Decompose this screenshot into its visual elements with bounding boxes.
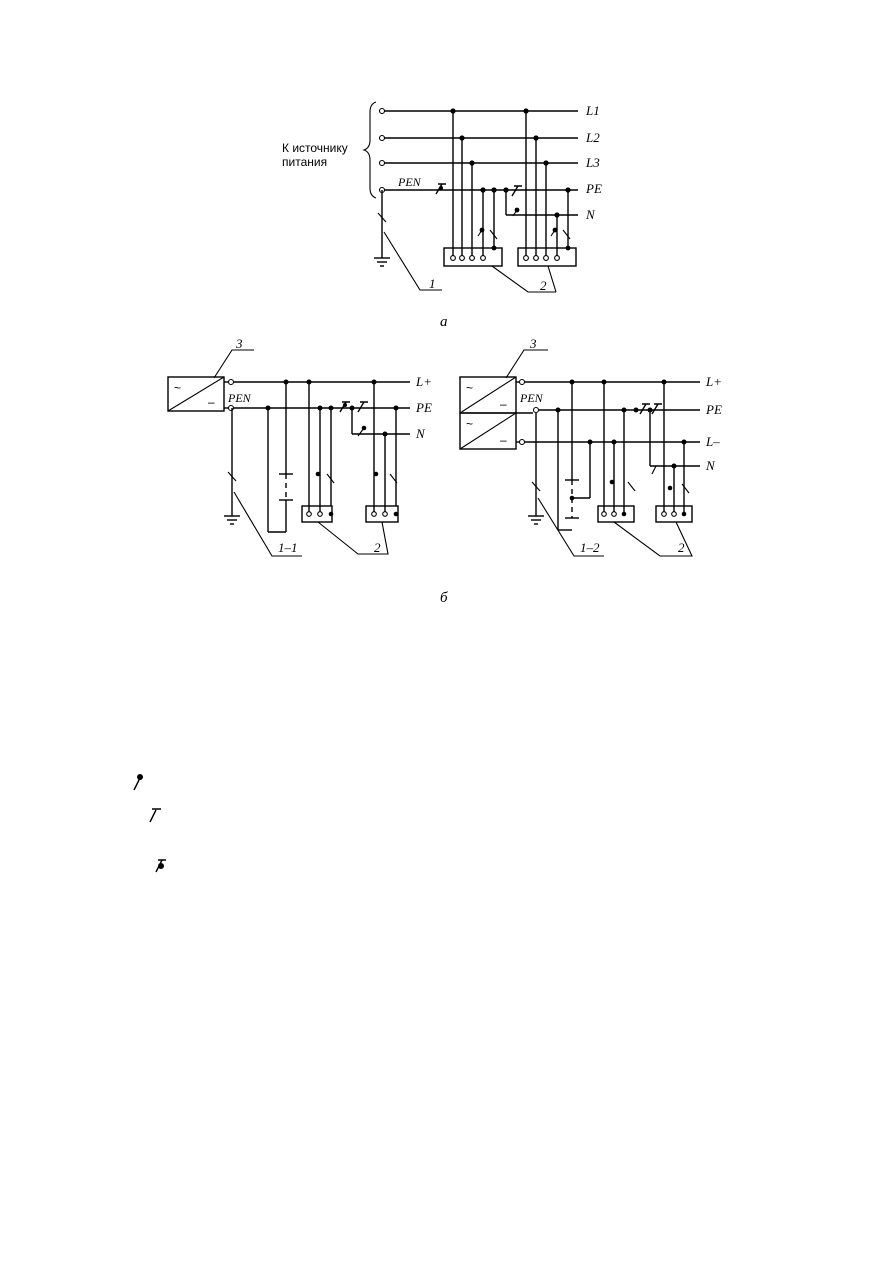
converter-box (167, 376, 225, 412)
converter-bottom-box (459, 412, 517, 450)
caption-a: а (440, 314, 448, 330)
pe-conductor-symbol (133, 774, 143, 791)
load-left-2-box (365, 505, 399, 523)
callout-2-right: 2 (678, 540, 685, 555)
source-brace (362, 101, 377, 199)
callout-2-leader (491, 265, 557, 293)
load-right-1-box (597, 505, 635, 523)
callout-3-right: 3 (529, 336, 537, 351)
label-pe: PE (415, 400, 432, 415)
label-lplus: L+ (415, 374, 432, 389)
label-n: N (585, 207, 596, 222)
terminal-l2 (378, 134, 386, 142)
callout-1-leader (383, 231, 442, 291)
label-pen: PEN (227, 391, 252, 405)
callout-1-1-leader (233, 491, 302, 557)
label-lplus: L+ (705, 374, 722, 389)
diagram-b-right: ~ – ~ – 3 L+ PE L– N PEN (459, 336, 722, 557)
callout-3: 3 (235, 336, 243, 351)
label-n: N (705, 458, 716, 473)
converter-top-ac: ~ (466, 381, 473, 395)
label-l1: L1 (585, 103, 600, 118)
terminal-l3 (378, 159, 386, 167)
callout-2: 2 (540, 278, 547, 293)
callout-2-right-leader (613, 521, 693, 557)
diagram-a: К источнику питания L1 L2 L3 PE N PEN 1 (282, 101, 602, 330)
converter-ac-symbol: ~ (174, 381, 181, 395)
label-l2: L2 (585, 130, 600, 145)
legend (133, 774, 166, 873)
callout-2-left-leader (317, 521, 389, 555)
label-pe: PE (585, 181, 602, 196)
source-label-line1: К источнику (282, 141, 348, 155)
diagram-b-left: ~ – 3 L+ PE N PEN 1–1 (167, 336, 432, 557)
label-lminus: L– (705, 434, 720, 449)
pen-symbol (435, 183, 446, 195)
label-l3: L3 (585, 155, 600, 170)
callout-1-2-leader (537, 497, 604, 557)
callout-1: 1 (429, 276, 436, 291)
caption-b: б (440, 590, 448, 606)
callout-1-1: 1–1 (278, 540, 298, 555)
converter-bottom-ac: ~ (466, 417, 473, 431)
label-n: N (415, 426, 426, 441)
terminal-l1 (378, 107, 386, 115)
converter-bottom-dc: – (500, 433, 507, 447)
pen-conductor-symbol (155, 859, 166, 873)
converter-dc-symbol: – (208, 395, 215, 409)
callout-1-2: 1–2 (580, 540, 600, 555)
label-pen: PEN (397, 175, 422, 189)
load-2-box (517, 247, 577, 267)
label-pen: PEN (519, 391, 544, 405)
source-label-line2: питания (282, 155, 327, 169)
converter-top-dc: – (500, 397, 507, 411)
callout-3-leader (213, 349, 254, 379)
callout-2-left: 2 (374, 540, 381, 555)
load-1-box (443, 247, 503, 267)
n-conductor-symbol (149, 808, 161, 823)
callout-3-right-leader (505, 349, 548, 379)
label-pe: PE (705, 402, 722, 417)
